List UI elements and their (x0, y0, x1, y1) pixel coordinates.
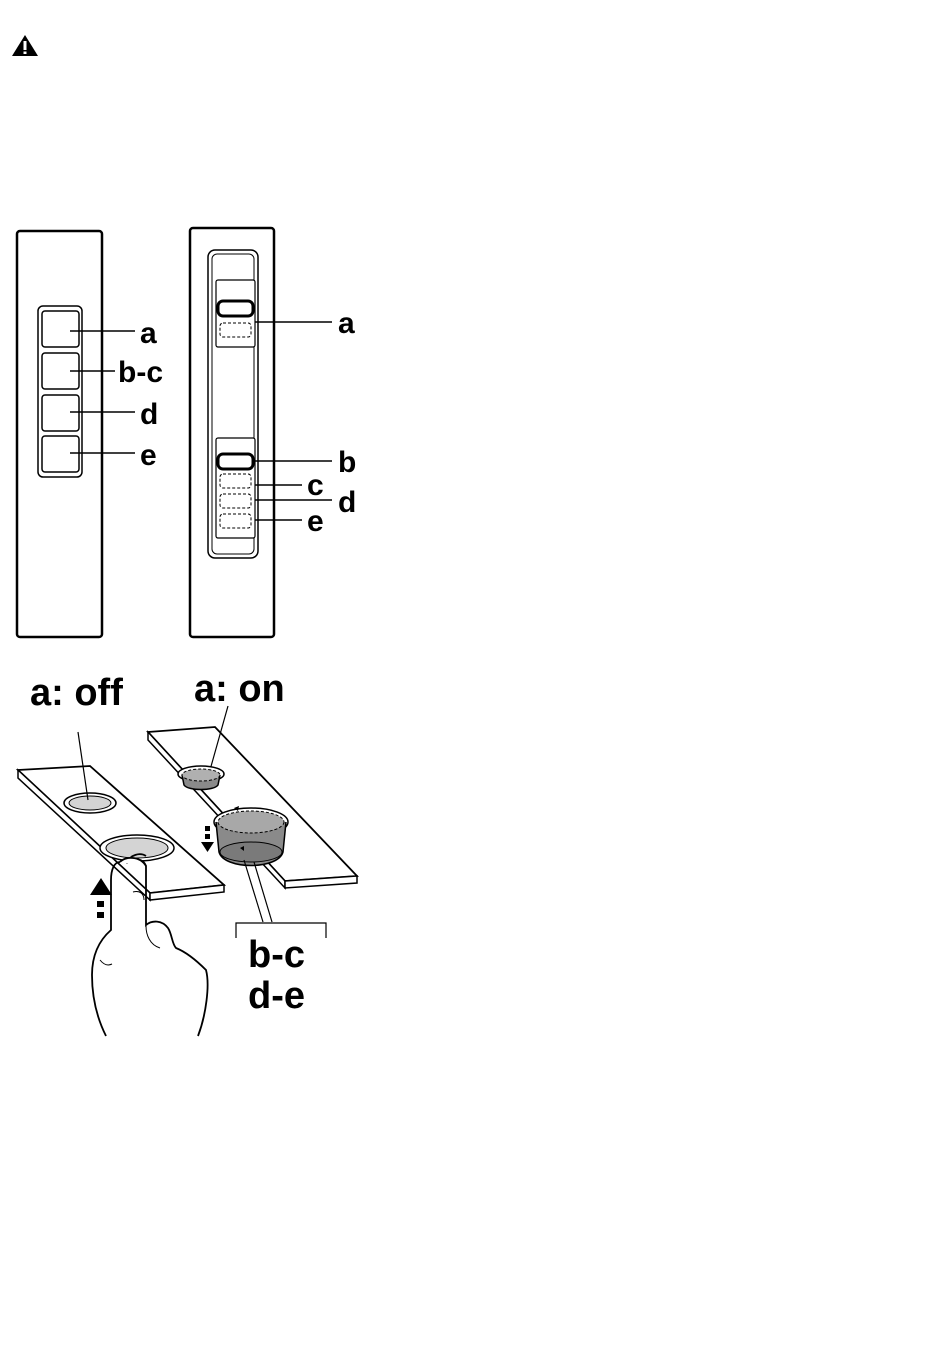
label-a-on: a: on (194, 668, 285, 710)
bracket-label-d-e: d-e (248, 975, 305, 1017)
label-a-off: a: off (30, 672, 123, 714)
bracket-label-b-c: b-c (248, 934, 305, 976)
knob-b-e (214, 806, 288, 866)
right-control-panel (190, 228, 332, 637)
warning-triangle-icon (12, 35, 38, 56)
right-label-a: a (338, 307, 355, 340)
left-button-a (42, 311, 79, 347)
knob-a (178, 766, 224, 790)
left-button-d (42, 395, 79, 431)
left-label-e: e (140, 439, 157, 472)
right-label-d: d (338, 486, 356, 519)
left-control-panel (17, 231, 135, 637)
arrow-up-icon (90, 878, 112, 918)
right-label-b: b (338, 446, 356, 479)
right-label-e: e (307, 505, 324, 538)
left-label-d: d (140, 398, 158, 431)
left-label-b-c: b-c (118, 356, 163, 389)
left-label-a: a (140, 317, 157, 350)
left-button-e (42, 436, 79, 472)
arrow-down-icon (201, 826, 214, 852)
right-label-c: c (307, 469, 324, 502)
